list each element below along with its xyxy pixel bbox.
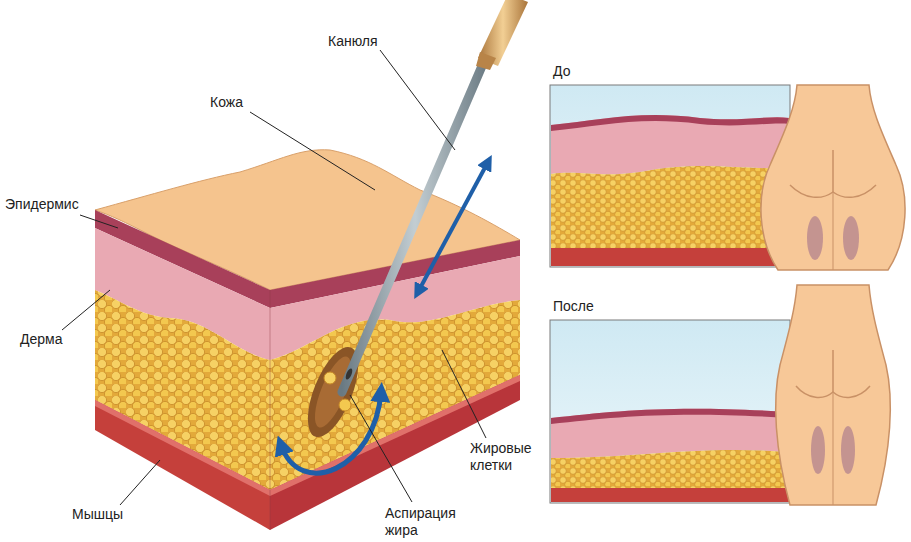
aspiration-label: Аспирация жира (385, 505, 473, 539)
fat-cells-label: Жировые клетки (470, 440, 548, 474)
epidermis-label: Эпидермис (5, 196, 79, 213)
after-label: После (553, 298, 594, 315)
dermis-label: Дерма (20, 331, 62, 348)
cannula-label: Канюля (328, 33, 378, 50)
muscle-label: Мышцы (72, 506, 123, 523)
before-label: До (553, 63, 570, 80)
skin-label: Кожа (210, 94, 243, 111)
